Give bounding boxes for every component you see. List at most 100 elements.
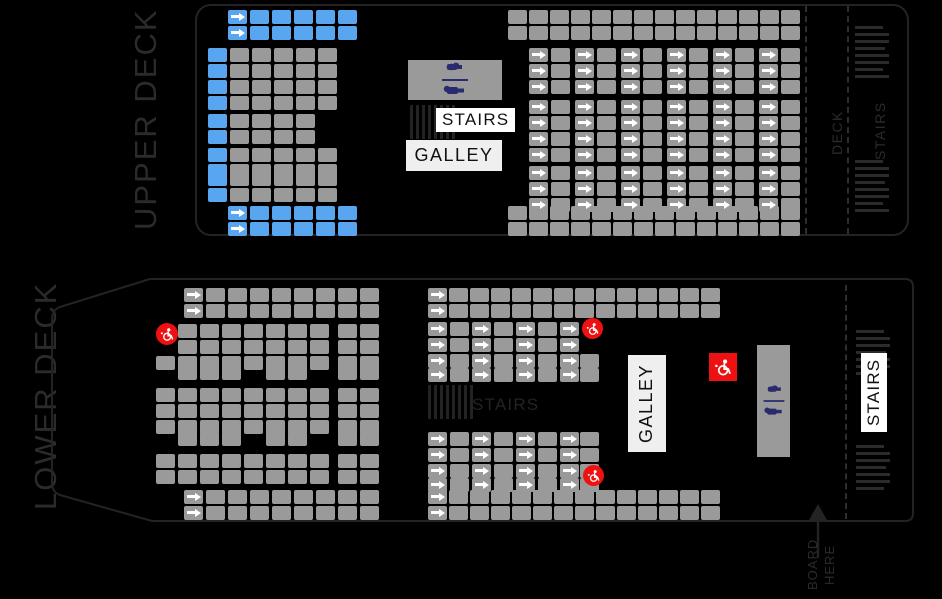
seat[interactable] xyxy=(296,64,315,78)
seat[interactable] xyxy=(338,340,357,354)
seat[interactable] xyxy=(250,26,269,40)
seat[interactable] xyxy=(450,464,469,478)
wheelchair-icon-mid-top[interactable] xyxy=(582,318,603,339)
seat[interactable] xyxy=(316,26,335,40)
seat[interactable] xyxy=(676,222,695,236)
seat[interactable] xyxy=(222,340,241,354)
seat[interactable] xyxy=(759,132,778,146)
seat[interactable] xyxy=(338,506,357,520)
seat[interactable] xyxy=(529,80,548,94)
seat[interactable] xyxy=(318,48,337,62)
seat[interactable] xyxy=(560,354,579,368)
seat[interactable] xyxy=(230,64,249,78)
seat[interactable] xyxy=(713,148,732,162)
seat[interactable] xyxy=(529,10,548,24)
seat[interactable] xyxy=(316,288,335,302)
seat[interactable] xyxy=(294,206,313,220)
seat[interactable] xyxy=(272,206,291,220)
wheelchair-icon-right[interactable] xyxy=(709,353,737,381)
seat[interactable] xyxy=(597,198,616,212)
seat[interactable] xyxy=(318,148,337,162)
seat[interactable] xyxy=(735,132,754,146)
seat[interactable] xyxy=(244,420,263,434)
seat[interactable] xyxy=(338,366,357,380)
seat[interactable] xyxy=(571,222,590,236)
seat[interactable] xyxy=(718,10,737,24)
seat[interactable] xyxy=(428,464,447,478)
seat[interactable] xyxy=(735,182,754,196)
seat[interactable] xyxy=(318,172,337,186)
seat[interactable] xyxy=(697,10,716,24)
seat[interactable] xyxy=(252,48,271,62)
seat[interactable] xyxy=(244,388,263,402)
seat[interactable] xyxy=(735,198,754,212)
seat[interactable] xyxy=(667,116,686,130)
seat[interactable] xyxy=(230,80,249,94)
seat[interactable] xyxy=(288,454,307,468)
seat[interactable] xyxy=(228,304,247,318)
seat[interactable] xyxy=(735,148,754,162)
seat[interactable] xyxy=(310,388,329,402)
seat[interactable] xyxy=(667,48,686,62)
seat[interactable] xyxy=(200,340,219,354)
seat[interactable] xyxy=(512,506,531,520)
seat[interactable] xyxy=(222,470,241,484)
seat[interactable] xyxy=(554,506,573,520)
seat[interactable] xyxy=(228,222,247,236)
seat[interactable] xyxy=(272,506,291,520)
seat[interactable] xyxy=(697,222,716,236)
seat[interactable] xyxy=(689,100,708,114)
seat[interactable] xyxy=(538,368,557,382)
seat[interactable] xyxy=(318,64,337,78)
seat[interactable] xyxy=(360,388,379,402)
seat[interactable] xyxy=(575,100,594,114)
seat[interactable] xyxy=(294,10,313,24)
seat[interactable] xyxy=(200,366,219,380)
seat[interactable] xyxy=(529,132,548,146)
seat[interactable] xyxy=(554,288,573,302)
seat[interactable] xyxy=(360,470,379,484)
seat[interactable] xyxy=(338,420,357,434)
seat[interactable] xyxy=(655,26,674,40)
seat[interactable] xyxy=(266,388,285,402)
seat[interactable] xyxy=(759,198,778,212)
seat[interactable] xyxy=(760,26,779,40)
seat[interactable] xyxy=(551,182,570,196)
seat[interactable] xyxy=(560,464,579,478)
seat[interactable] xyxy=(781,132,800,146)
seat[interactable] xyxy=(676,26,695,40)
seat[interactable] xyxy=(208,96,227,110)
seat[interactable] xyxy=(491,304,510,318)
seat[interactable] xyxy=(472,322,491,336)
seat[interactable] xyxy=(288,388,307,402)
seat[interactable] xyxy=(597,100,616,114)
seat[interactable] xyxy=(222,432,241,446)
seat[interactable] xyxy=(538,478,557,492)
seat[interactable] xyxy=(252,64,271,78)
seat[interactable] xyxy=(560,448,579,462)
seat[interactable] xyxy=(759,182,778,196)
seat[interactable] xyxy=(597,166,616,180)
seat[interactable] xyxy=(318,188,337,202)
seat[interactable] xyxy=(491,506,510,520)
seat[interactable] xyxy=(222,420,241,434)
seat[interactable] xyxy=(739,26,758,40)
seat[interactable] xyxy=(643,116,662,130)
seat[interactable] xyxy=(634,26,653,40)
seat[interactable] xyxy=(472,354,491,368)
seat[interactable] xyxy=(244,340,263,354)
seat[interactable] xyxy=(428,288,447,302)
seat[interactable] xyxy=(252,172,271,186)
seat[interactable] xyxy=(428,506,447,520)
seat[interactable] xyxy=(575,48,594,62)
seat[interactable] xyxy=(470,506,489,520)
seat[interactable] xyxy=(250,206,269,220)
seat[interactable] xyxy=(360,432,379,446)
seat[interactable] xyxy=(428,368,447,382)
seat[interactable] xyxy=(296,114,315,128)
seat[interactable] xyxy=(296,96,315,110)
seat[interactable] xyxy=(580,448,599,462)
seat[interactable] xyxy=(643,80,662,94)
seat[interactable] xyxy=(228,26,247,40)
seat[interactable] xyxy=(338,454,357,468)
